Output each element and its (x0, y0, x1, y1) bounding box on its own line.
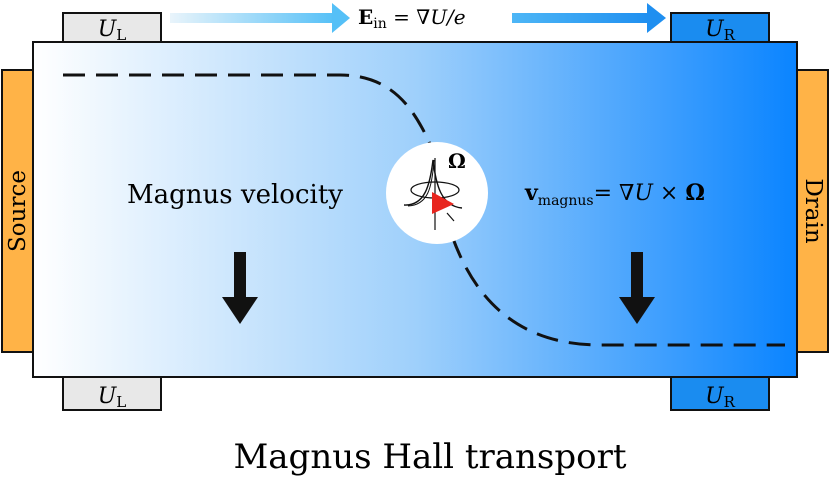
svg-text:UR: UR (705, 384, 736, 411)
svg-text:Drain: Drain (800, 178, 826, 244)
svg-text:Source: Source (5, 170, 31, 252)
svg-text:UL: UL (98, 17, 127, 44)
field-equation: Ein = ∇U/e (358, 5, 466, 32)
svg-text:UL: UL (98, 384, 127, 411)
svg-text:UR: UR (705, 17, 736, 44)
down-arrow-icon (222, 252, 258, 324)
skyrmion-trajectory (63, 73, 785, 347)
svg-text:Ω: Ω (448, 149, 466, 173)
gate-bottom-left: UL (62, 376, 162, 411)
gate-top-right: UR (670, 12, 770, 44)
right-arrow-icon (170, 3, 350, 33)
right-arrow-icon (512, 3, 666, 33)
magnus-velocity-label: Magnus velocity (127, 180, 343, 210)
caption: Magnus Hall transport (233, 437, 626, 477)
drain-contact: Drain (796, 69, 829, 353)
gate-bottom-right: UR (670, 376, 770, 411)
down-arrow-icon (619, 252, 655, 324)
skyrmion-marker-icon (432, 192, 454, 214)
source-contact: Source (1, 69, 35, 353)
magnus-equation: vmagnus= ∇U × Ω (524, 180, 705, 209)
skyrmion-icon: Ω (386, 142, 488, 244)
gate-top-left: UL (62, 12, 162, 44)
